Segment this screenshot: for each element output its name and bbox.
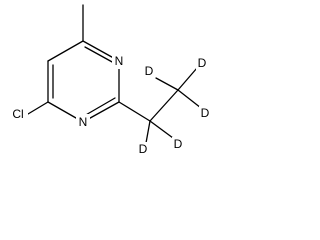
bond-c6-c5 (47, 40, 84, 62)
bond-c2-ch2 (118, 101, 151, 122)
bond-cd3-d3 (177, 89, 202, 109)
atom-cl: Cl (12, 107, 23, 121)
bond-cd3-d1 (155, 77, 179, 91)
bond-ch2-cd3 (149, 89, 179, 122)
bond-ch2-d4 (145, 120, 151, 144)
bond-n1-c6-inner (84, 46, 115, 64)
atom-d2: D (198, 56, 207, 70)
atom-d1: D (145, 64, 154, 78)
molecule-diagram: N N Cl D D D D D (12, 4, 210, 156)
atom-n3: N (79, 115, 88, 129)
atom-d3: D (201, 106, 210, 120)
molecule-structure: N N Cl D D D D D (12, 4, 210, 156)
atom-d5: D (174, 137, 183, 151)
atom-d4: D (139, 142, 148, 156)
bond-n3-c2-inner (83, 97, 116, 117)
bond-cd3-d2 (177, 67, 198, 91)
bond-ch2-d5 (149, 120, 174, 139)
bond-c4-cl (27, 101, 49, 115)
atom-n1: N (115, 54, 124, 68)
